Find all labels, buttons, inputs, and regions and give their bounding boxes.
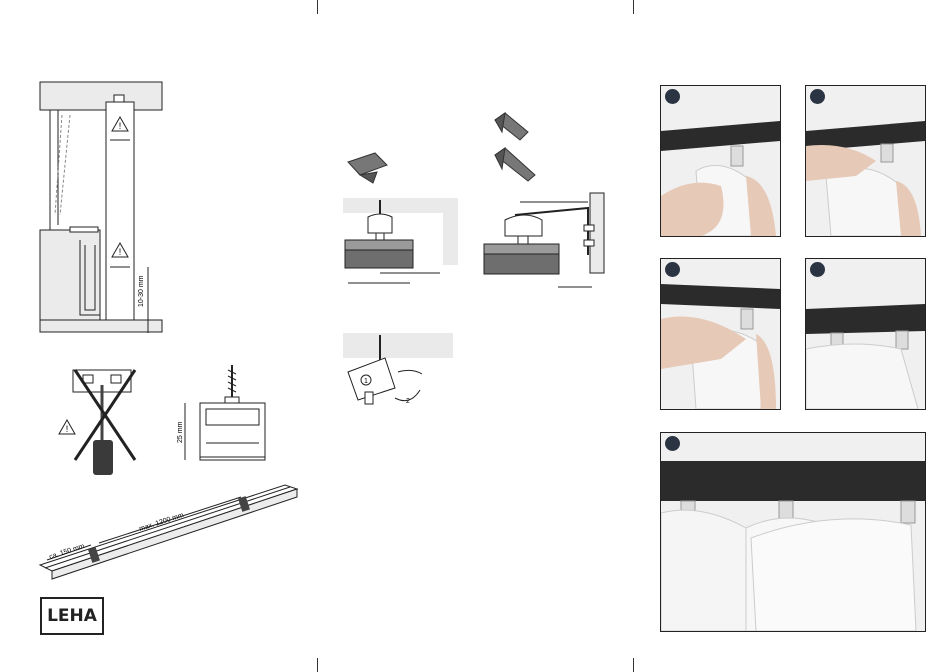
rotation-step-1: 1 xyxy=(364,378,368,385)
warning-mark: ! xyxy=(119,247,122,257)
crop-mark xyxy=(633,658,634,672)
step-photo-5 xyxy=(660,432,926,632)
step-badge xyxy=(810,262,825,277)
step-photo-3 xyxy=(660,258,781,410)
step-badge xyxy=(810,89,825,104)
rail-spacing-diagram: ca. 150 mm max. 1200 mm xyxy=(35,475,300,585)
wall-gap-dimension: 10-30 mm xyxy=(138,275,145,307)
clip-rotation-diagram: 1 2 xyxy=(340,330,460,415)
brand-logo: LEHA xyxy=(40,597,104,635)
angle-bracket-icon xyxy=(490,110,535,145)
step-badge xyxy=(665,262,680,277)
step-photo-1 xyxy=(660,85,781,237)
window-section-diagram: ! ! 10-30 mm xyxy=(30,75,170,340)
step-photo-2 xyxy=(805,85,926,237)
crop-mark xyxy=(317,0,318,14)
warning-mark: ! xyxy=(66,424,69,434)
no-drilling-diagram: ! xyxy=(55,365,150,480)
crop-mark xyxy=(317,658,318,672)
step-badge xyxy=(665,89,680,104)
step-photo-4 xyxy=(805,258,926,410)
crop-mark xyxy=(633,0,634,14)
clip-icon xyxy=(345,150,390,185)
angle-bracket-icon xyxy=(490,145,540,185)
step-badge xyxy=(665,436,680,451)
ceiling-mount-diagram xyxy=(340,195,465,290)
profile-height-dimension: 25 mm xyxy=(177,421,184,443)
warning-mark: ! xyxy=(119,121,122,131)
profile-section-diagram: 25 mm xyxy=(170,365,275,465)
rotation-step-2: 2 xyxy=(406,398,410,405)
brand-logo-text: LEHA xyxy=(47,606,97,626)
wall-mount-diagram xyxy=(480,190,610,295)
